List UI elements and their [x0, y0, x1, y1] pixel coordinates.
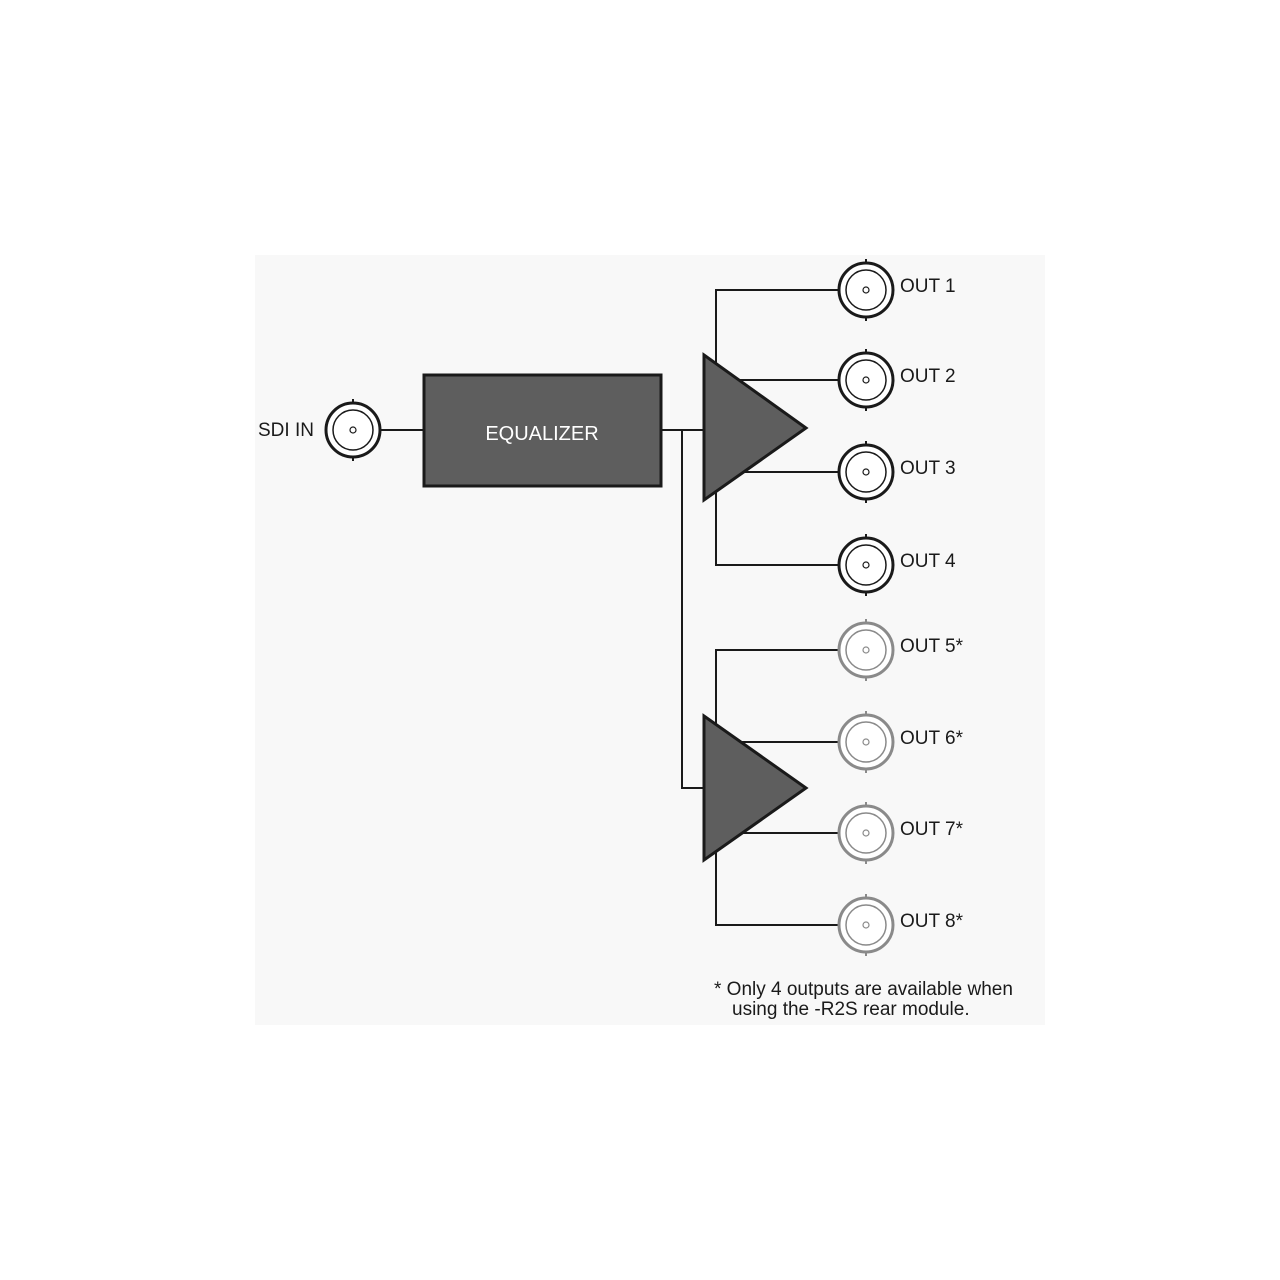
footnote-line-1: * Only 4 outputs are available when	[714, 979, 1013, 1000]
footnote-line-2: using the -R2S rear module.	[732, 999, 970, 1020]
output-8-label: OUT 8*	[900, 911, 964, 932]
output-3-label: OUT 3	[900, 458, 956, 479]
amp2-out8-wire	[715, 850, 840, 926]
amplifier-1-icon	[702, 352, 809, 503]
output-3-connector-icon	[837, 441, 895, 503]
output-6-label: OUT 6*	[900, 728, 964, 749]
output-4-label: OUT 4	[900, 551, 956, 572]
output-4-connector-icon	[837, 534, 895, 596]
sdi-in-connector-icon	[324, 399, 382, 461]
output-6-connector-icon	[837, 711, 895, 773]
output-5-connector-icon	[837, 619, 895, 681]
output-connectors: OUT 1 OUT 2 OUT 3 OUT 4 OUT 5* OUT 6* OUT 7* OU…	[837, 259, 964, 956]
output-2-connector-icon	[837, 349, 895, 411]
sdi-in-label: SDI IN	[258, 420, 314, 441]
output-1-connector-icon	[837, 259, 895, 321]
output-8-connector-icon	[837, 894, 895, 956]
amp2-out5-wire	[715, 649, 840, 724]
amp1-out1-wire	[715, 289, 840, 365]
amp1-out4-wire	[715, 490, 840, 566]
output-7-label: OUT 7*	[900, 819, 964, 840]
output-2-label: OUT 2	[900, 366, 956, 387]
output-1-label: OUT 1	[900, 276, 956, 297]
footnote: * Only 4 outputs are available when usin…	[714, 980, 1054, 1020]
output-7-connector-icon	[837, 802, 895, 864]
equalizer-label: EQUALIZER	[485, 423, 598, 445]
eq-to-amp2-wire	[681, 430, 704, 789]
output-5-label: OUT 5*	[900, 636, 964, 657]
amplifier-2-icon	[702, 713, 809, 863]
